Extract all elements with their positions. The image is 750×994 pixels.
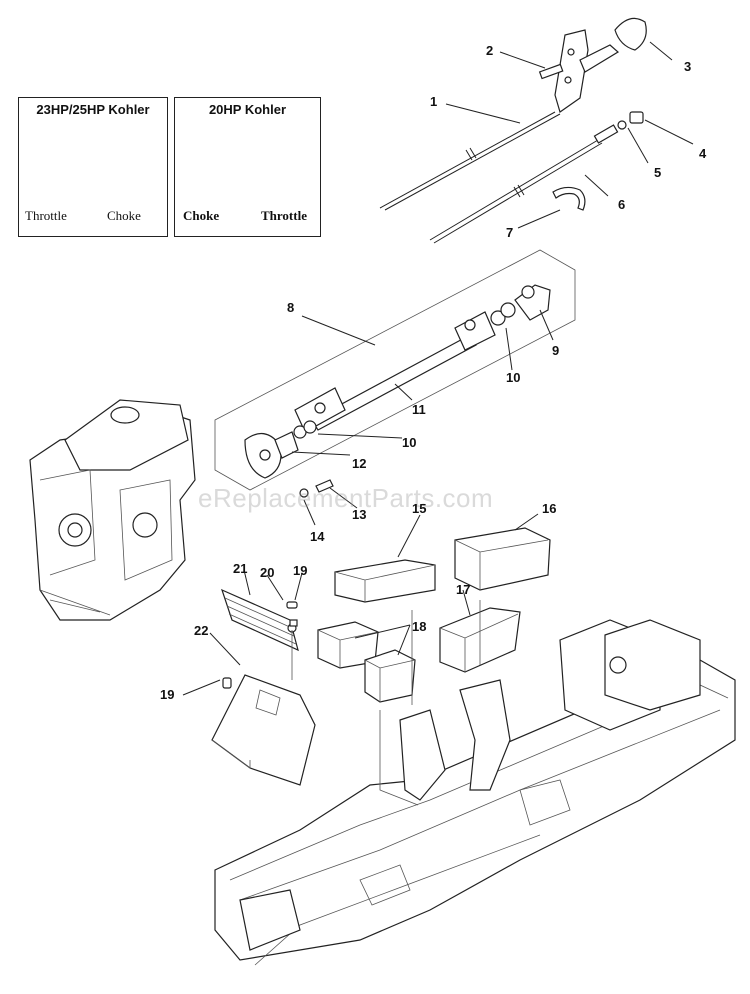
yoke <box>514 284 551 321</box>
callout-10-right: 10 <box>506 370 521 385</box>
inset-label-throttle: Throttle <box>25 208 67 223</box>
choke-cable <box>429 124 619 244</box>
callout-3: 3 <box>684 59 692 74</box>
throttle-lever <box>538 29 620 113</box>
callout-19-lower: 19 <box>160 687 175 702</box>
engine <box>29 399 196 621</box>
callout-9: 9 <box>552 343 560 358</box>
weights <box>317 527 551 703</box>
callout-14: 14 <box>310 529 325 544</box>
callout-2: 2 <box>486 43 494 58</box>
callout-5: 5 <box>654 165 662 180</box>
callout-11: 11 <box>412 402 426 417</box>
inset-23hp-25hp: 23HP/25HP Kohler Throttle Choke <box>18 97 168 237</box>
shield-panel <box>211 674 316 786</box>
callout-4: 4 <box>699 146 707 161</box>
leader-lines <box>182 41 694 806</box>
inset-label-choke: Choke <box>183 208 220 223</box>
callout-17: 17 <box>456 582 471 597</box>
driveshaft-outline <box>214 249 576 491</box>
callout-21: 21 <box>233 561 248 576</box>
callout-8: 8 <box>287 300 295 315</box>
inset-title: 20HP Kohler <box>208 102 287 117</box>
callout-1: 1 <box>430 94 438 109</box>
callout-18: 18 <box>412 619 427 634</box>
inset-label-throttle: Throttle <box>261 208 307 223</box>
watermark: eReplacementParts.com <box>198 483 494 513</box>
cable-clip <box>552 186 586 211</box>
callout-19-upper: 19 <box>293 563 308 578</box>
screen-mesh <box>221 588 299 652</box>
flange <box>244 431 299 479</box>
callout-20: 20 <box>260 565 275 580</box>
callout-16: 16 <box>542 501 557 516</box>
nut-washer <box>617 111 644 130</box>
tractor-frame <box>214 619 736 966</box>
inset-20hp: 20HP Kohler Choke Throttle <box>174 97 321 237</box>
callout-13: 13 <box>352 507 367 522</box>
throttle-cable <box>379 111 561 211</box>
inset-label-choke: Choke <box>107 208 141 223</box>
lever-knob <box>614 17 647 51</box>
callout-10-left: 10 <box>402 435 417 450</box>
inset-title: 23HP/25HP Kohler <box>36 102 150 117</box>
bolt-washer <box>299 479 334 498</box>
bolt-upper <box>286 601 298 627</box>
callout-6: 6 <box>618 197 626 212</box>
callout-15: 15 <box>412 501 427 516</box>
callout-22: 22 <box>194 623 209 638</box>
u-joint-crosses <box>293 302 516 439</box>
callout-12: 12 <box>352 456 367 471</box>
callout-7: 7 <box>506 225 514 240</box>
